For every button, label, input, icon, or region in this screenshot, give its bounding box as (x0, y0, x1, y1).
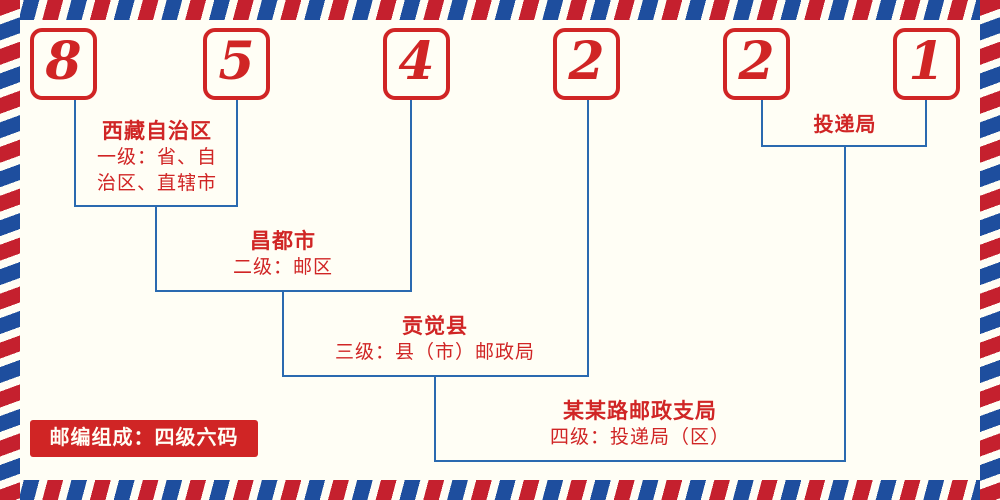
digit-box-2: 5 (203, 28, 270, 100)
connector-delivery-drop (844, 145, 846, 462)
connector-level4-bottom (434, 460, 846, 462)
digit-4: 2 (568, 31, 605, 92)
connector-level3-drop (434, 375, 436, 462)
digit-6: 1 (908, 31, 945, 92)
level3-description: 三级：县（市）邮政局 (334, 342, 535, 363)
connector-digit5-down (761, 100, 763, 147)
airmail-border-top (0, 0, 1000, 20)
level1-description-line2: 治区、直辖市 (96, 173, 217, 194)
digit-box-6: 1 (893, 28, 960, 100)
digit-box-1: 8 (30, 28, 97, 100)
airmail-border-left (0, 0, 20, 500)
level1-region-name: 西藏自治区 (102, 120, 212, 143)
level1-description-line1: 一级：省、自 (96, 147, 217, 168)
connector-digit4-down (587, 100, 589, 377)
level3-region-name: 贡觉县 (402, 315, 468, 338)
connector-level1-drop (155, 205, 157, 292)
digit-5: 2 (738, 31, 775, 92)
connector-digit3-down (410, 100, 412, 292)
level2-region-name: 昌都市 (250, 230, 316, 253)
connector-digit2-down (236, 100, 238, 207)
digit-box-3: 4 (383, 28, 450, 100)
level2-description: 二级：邮区 (232, 257, 333, 278)
digit-box-4: 2 (553, 28, 620, 100)
digit-1: 8 (45, 31, 82, 92)
composition-badge: 邮编组成：四级六码 (30, 420, 258, 457)
digit-2: 5 (218, 31, 255, 92)
connector-digit6-down (925, 100, 927, 147)
delivery-office-label: 投递局 (813, 114, 877, 136)
digit-box-5: 2 (723, 28, 790, 100)
connector-level2-drop (282, 290, 284, 377)
airmail-border-right (980, 0, 1000, 500)
level4-description: 四级：投递局（区） (549, 427, 730, 448)
digit-3: 4 (398, 31, 435, 92)
level1-description: 一级：省、自 治区、直辖市 (77, 145, 237, 197)
airmail-border-bottom (0, 480, 1000, 500)
level4-office-name: 某某路邮政支局 (563, 400, 717, 423)
connector-digit1-down (74, 100, 76, 207)
